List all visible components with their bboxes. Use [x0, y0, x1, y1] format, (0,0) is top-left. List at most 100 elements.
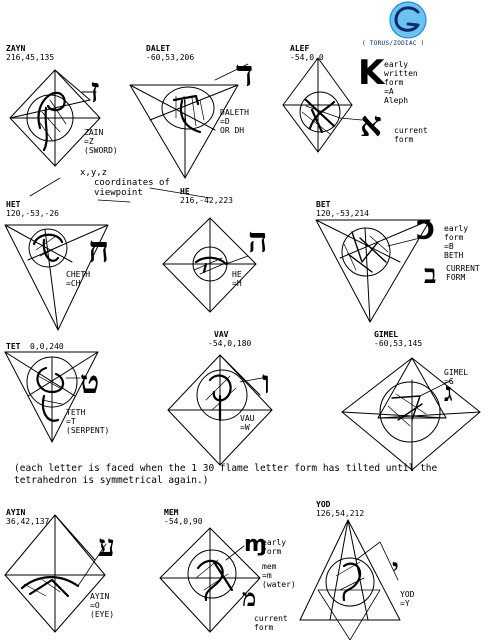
mem-note-line: early — [262, 538, 287, 547]
mem-name: MEM — [164, 508, 179, 517]
zayn-note-line: =Z — [84, 137, 94, 146]
dalet-glyph: ד — [236, 53, 254, 95]
bet-coords: 120,-53,214 — [316, 209, 369, 218]
gimel-note-line: =G — [444, 377, 454, 386]
alef-note-line: =A — [384, 87, 394, 96]
zayn-note-line: ZAIN — [84, 128, 104, 137]
bet-note-line: =B — [444, 242, 454, 251]
tet-note-line: TETH — [66, 408, 86, 417]
ayin-name: AYIN — [6, 508, 26, 517]
dalet-note-line: OR DH — [220, 126, 245, 135]
he-note-line: =H — [232, 279, 242, 288]
yod-note-line: YOD — [400, 590, 415, 599]
mem-note2-line: (water) — [262, 580, 296, 589]
yod-note: YOD =Y — [400, 590, 414, 608]
yod-figure — [299, 519, 401, 640]
dalet-name: DALET — [146, 44, 171, 53]
mem-figure — [159, 527, 261, 633]
het-note: CHETH =CH — [66, 270, 90, 288]
tet-note: TETH =T (SERPENT) — [66, 408, 109, 435]
ayin-figure — [4, 514, 107, 633]
bet-note-line: early — [444, 224, 469, 233]
mem-coords: -54,0,90 — [164, 517, 203, 526]
alef-note-line: early — [384, 60, 409, 69]
viewpoint-callout-line: x,y,z — [80, 168, 108, 178]
zayn-note: ZAIN =Z (SWORD) — [84, 128, 118, 155]
zayn-coords: 216,45,135 — [6, 53, 55, 62]
dalet-figure — [129, 63, 249, 179]
dalet-note: DALETH =D OR DH — [220, 108, 249, 135]
vav-coords: -54,0,180 — [208, 339, 252, 348]
gimel-name: GIMEL — [374, 330, 399, 339]
dalet-coords: -60,53,206 — [146, 53, 195, 62]
bet-note: early form =B BETH — [444, 224, 468, 260]
vav-note-line: VAU — [240, 414, 255, 423]
vav-name: VAV — [214, 330, 229, 339]
alef-note2-line: current — [394, 126, 428, 135]
gimel-note: GIMEL =G — [444, 368, 468, 386]
he-name: HE — [180, 187, 190, 196]
het-note-line: =CH — [66, 279, 81, 288]
he-note-line: HE — [232, 270, 242, 279]
ayin-note-line: (EYE) — [90, 610, 115, 619]
mem-current-glyph: מ — [242, 583, 257, 612]
gimel-note-line: GIMEL — [444, 368, 469, 377]
zayn-note-line: (SWORD) — [84, 146, 118, 155]
vav-figure — [167, 354, 273, 466]
mem-note3: current form — [254, 614, 288, 632]
tet-note-line: (SERPENT) — [66, 426, 110, 435]
ayin-note: AYIN =O (EYE) — [90, 592, 114, 619]
bet-note2-line: FORM — [446, 273, 466, 282]
tet-figure — [4, 351, 99, 443]
viewpoint-callout-line: viewpoint — [94, 188, 143, 198]
ayin-glyph: ע — [98, 529, 115, 564]
mem-note2-line: =m — [262, 571, 272, 580]
tet-name: TET — [6, 342, 21, 351]
alef-name: ALEF — [290, 44, 310, 53]
he-coords: 216,-42,223 — [180, 196, 233, 205]
zayn-glyph: ז — [90, 71, 100, 111]
zayn-figure — [9, 69, 101, 167]
ayin-note-line: AYIN — [90, 592, 110, 601]
zayn-name: ZAYN — [6, 44, 26, 53]
gimel-glyph: ג — [444, 378, 453, 408]
he-figure — [162, 217, 257, 313]
tet-note-line: =T — [66, 417, 76, 426]
alef-note-line: written — [384, 69, 418, 78]
bet-note-line: BETH — [444, 251, 464, 260]
mem-note2-line: mem — [262, 562, 277, 571]
tet-coords: 0,0,240 — [30, 342, 64, 351]
gimel-coords: -60,53,145 — [374, 339, 423, 348]
viewpoint-callout-line: coordinates of — [94, 178, 170, 188]
alef-note-line: Aleph — [384, 96, 409, 105]
het-figure — [4, 224, 109, 331]
yod-coords: 126,54,212 — [316, 509, 365, 518]
he-note: HE =H — [232, 270, 242, 288]
mem-note3-line: current — [254, 614, 288, 623]
bet-note2-line: CURRENT — [446, 264, 480, 273]
he-glyph: ה — [248, 221, 268, 261]
het-note-line: CHETH — [66, 270, 91, 279]
gimel-figure — [341, 357, 481, 471]
mem-note-line: form — [262, 547, 282, 556]
het-name: HET — [6, 200, 21, 209]
alef-figure — [282, 57, 363, 153]
vav-note-line: =W — [240, 423, 250, 432]
footnote: (each letter is faced when the 1 30 flam… — [14, 463, 438, 486]
vav-glyph: ו — [262, 363, 271, 401]
alef-note2: current form — [394, 126, 428, 144]
alef-note-line: form — [384, 78, 404, 87]
yod-note-line: =Y — [400, 599, 410, 608]
het-glyph: ח — [88, 229, 110, 271]
alef-coords: -54,0,0 — [290, 53, 324, 62]
ayin-coords: 36,42,137 — [6, 517, 50, 526]
torus-logo — [389, 1, 427, 39]
tet-glyph: ט — [80, 363, 100, 401]
alef-current-glyph: א — [360, 105, 382, 145]
yod-name: YOD — [316, 500, 331, 509]
viewpoint-callout-lines — [29, 177, 211, 203]
yod-glyph: י — [392, 554, 399, 584]
bet-name: BET — [316, 200, 331, 209]
